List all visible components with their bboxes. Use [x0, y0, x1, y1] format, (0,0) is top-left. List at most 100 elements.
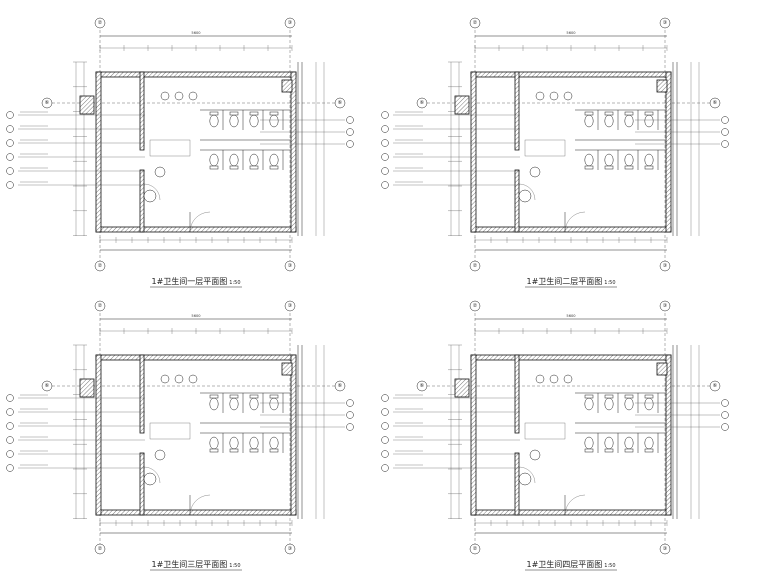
axis-label-bottom-right: ③ [663, 546, 667, 552]
toilet-fixture [229, 436, 239, 450]
door-swing [564, 494, 586, 516]
toilet-fixture [249, 397, 259, 411]
toilet-fixture [624, 397, 634, 411]
toilet-fixture [584, 397, 594, 411]
toilet-tank [269, 448, 279, 453]
toilet-tank [209, 448, 219, 453]
plan-title-text: 1#卫生间四层平面图 [526, 559, 602, 569]
column [656, 362, 668, 376]
column [79, 95, 95, 115]
toilet-fixture [604, 397, 614, 411]
axis-label-top-right: ③ [663, 303, 667, 309]
axis-label-top-left: ② [98, 303, 103, 309]
toilet-fixture [229, 114, 239, 128]
toilet-tank [644, 165, 654, 170]
axis-label-top-left: ② [98, 20, 103, 26]
toilet-tank [269, 111, 279, 116]
axis-bubble-row-right [709, 380, 721, 392]
axis-label-row-right: ⑥ [713, 383, 718, 389]
toilet-fixture [209, 114, 219, 128]
axis-bubble-top-left [469, 17, 481, 29]
toilet-tank [249, 448, 259, 453]
axis-bubble-row-left [41, 380, 53, 392]
callout-bubble [381, 436, 389, 444]
toilet-fixture [584, 153, 594, 167]
axis-bubble-top-left [469, 300, 481, 312]
callout-bubble [381, 139, 389, 147]
toilet-tank [249, 111, 259, 116]
floor-drain [529, 449, 541, 461]
toilet-tank [249, 165, 259, 170]
axis-label-row-left: ⑥ [420, 383, 425, 389]
axis-bubble-bottom-left [94, 543, 106, 555]
axis-bubble-row-left [416, 380, 428, 392]
axis-bubble-bottom-left [94, 260, 106, 272]
axis-bubble-bottom-left [469, 543, 481, 555]
toilet-fixture [269, 153, 279, 167]
wall [139, 354, 145, 434]
toilet-tank [229, 394, 239, 399]
toilet-tank [269, 165, 279, 170]
toilet-tank [249, 394, 259, 399]
counter-outline [524, 139, 566, 157]
toilet-tank [229, 448, 239, 453]
callout-bubble [346, 423, 354, 431]
wall [95, 226, 297, 233]
callout-bubble [6, 408, 14, 416]
wall [470, 354, 672, 361]
callout-bubble [6, 450, 14, 458]
toilet-fixture [269, 436, 279, 450]
axis-label-bottom-right: ③ [288, 546, 292, 552]
toilet-tank [229, 111, 239, 116]
callout-bubble [721, 399, 729, 407]
floor-drain [529, 166, 541, 178]
toilet-tank [584, 111, 594, 116]
wall [95, 71, 102, 233]
callout-bubble [6, 464, 14, 472]
axis-bubble-row-right [334, 97, 346, 109]
callout-bubble [381, 111, 389, 119]
wall [470, 71, 672, 78]
sink-fixture [563, 374, 573, 384]
wall [665, 354, 672, 516]
sink-fixture [188, 374, 198, 384]
toilet-fixture [269, 114, 279, 128]
overall-dimension-text: 5600 [191, 31, 201, 35]
door-swing [564, 211, 586, 233]
toilet-tank [269, 394, 279, 399]
mop-sink [518, 189, 532, 203]
axis-label-top-left: ② [473, 303, 478, 309]
door-swing [518, 466, 536, 484]
toilet-fixture [624, 114, 634, 128]
callout-bubble [721, 116, 729, 124]
axis-bubble-bottom-right [659, 260, 671, 272]
overall-dimension-text: 5600 [191, 314, 201, 318]
counter-outline [149, 139, 191, 157]
wall [665, 71, 672, 233]
wall [139, 452, 145, 516]
callout-bubble [346, 128, 354, 136]
toilet-tank [209, 394, 219, 399]
column [281, 79, 293, 93]
axis-label-row-left: ⑥ [45, 383, 50, 389]
toilet-fixture [584, 114, 594, 128]
column [79, 378, 95, 398]
toilet-fixture [624, 436, 634, 450]
wall [290, 354, 297, 516]
sink-fixture [549, 91, 559, 101]
wall [95, 71, 297, 78]
toilet-fixture [584, 436, 594, 450]
door-swing [143, 183, 161, 201]
axis-label-bottom-left: ② [98, 546, 103, 552]
axis-label-row-right: ⑥ [713, 100, 718, 106]
wall [95, 509, 297, 516]
callout-bubble [346, 411, 354, 419]
callout-bubble [6, 153, 14, 161]
axis-label-row-right: ⑥ [338, 100, 343, 106]
toilet-tank [604, 394, 614, 399]
sink-fixture [160, 91, 170, 101]
